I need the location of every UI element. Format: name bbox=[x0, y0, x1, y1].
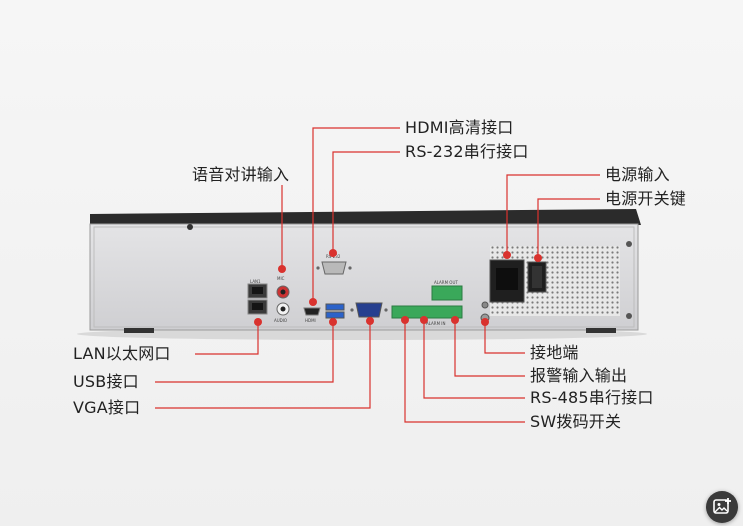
panel-inner-border bbox=[93, 226, 635, 328]
callout-rs232-label: RS-232串行接口 bbox=[405, 142, 529, 161]
power-switch-rocker bbox=[532, 266, 542, 288]
screw-icon bbox=[187, 224, 193, 230]
lan-port-mark: LAN1 bbox=[250, 279, 261, 284]
device-top-cover bbox=[90, 209, 641, 226]
leader-line-rs485 bbox=[423, 320, 525, 399]
callout-dots bbox=[254, 249, 542, 326]
alarm-out-mark: ALARM OUT bbox=[434, 280, 458, 285]
callout-lan-label: LAN以太网口 bbox=[73, 344, 171, 363]
callout-alarm-label: 报警输入输出 bbox=[530, 366, 628, 385]
callout-dot-vga bbox=[366, 317, 374, 325]
lan-port-1-socket bbox=[252, 287, 263, 294]
screw-icon bbox=[626, 241, 632, 247]
screw-icon bbox=[348, 266, 352, 270]
screw-icon bbox=[626, 313, 632, 319]
callout-dot-lan bbox=[254, 318, 262, 326]
callout-power-in-label: 电源输入 bbox=[605, 165, 670, 184]
leader-line-ground bbox=[484, 323, 525, 354]
alarm-in-block bbox=[391, 305, 463, 319]
callout-usb-label: USB接口 bbox=[73, 372, 139, 391]
audio-jack-hole bbox=[280, 306, 286, 312]
screw-icon bbox=[384, 308, 388, 312]
add-image-button[interactable] bbox=[706, 491, 738, 523]
leader-line-hdmi bbox=[312, 127, 400, 303]
hdmi-socket bbox=[303, 307, 321, 316]
audio-jacks: MIC AUDIO bbox=[274, 276, 290, 323]
device-shadow bbox=[77, 328, 647, 340]
foot-left bbox=[124, 328, 154, 333]
foot-right bbox=[586, 328, 616, 333]
leader-line-sw bbox=[404, 320, 525, 423]
power-inlet-socket bbox=[496, 268, 518, 290]
callout-vga-label: VGA接口 bbox=[73, 398, 141, 417]
leader-line-lan bbox=[195, 322, 259, 355]
mic-jack-hole bbox=[280, 289, 286, 295]
mic-mark: MIC bbox=[277, 276, 285, 281]
alarm-out-block bbox=[431, 285, 463, 301]
callout-rs485-label: RS-485串行接口 bbox=[530, 388, 654, 407]
callout-dot-rs485 bbox=[420, 316, 428, 324]
leader-lines bbox=[155, 127, 600, 423]
lan-port-2-socket bbox=[252, 303, 263, 310]
leader-line-alarm bbox=[454, 320, 525, 377]
terminal-blocks: ALARM OUT ALARM IN bbox=[391, 280, 463, 326]
callout-ground-label: 接地端 bbox=[530, 343, 579, 362]
image-add-icon bbox=[713, 498, 731, 514]
screw-icon bbox=[350, 308, 354, 312]
callout-dot-power-in bbox=[503, 251, 511, 259]
callout-dot-audio-in bbox=[278, 265, 286, 273]
hdmi-port: HDMI bbox=[303, 307, 321, 323]
hdmi-mark: HDMI bbox=[305, 318, 316, 323]
leader-line-rs232 bbox=[332, 151, 400, 253]
callout-hdmi-label: HDMI高清接口 bbox=[405, 118, 514, 137]
usb-ports bbox=[325, 303, 345, 319]
callout-dot-sw bbox=[401, 316, 409, 324]
callout-audio-in-label: 语音对讲输入 bbox=[192, 165, 290, 184]
vga-socket bbox=[355, 302, 383, 318]
callout-dot-ground bbox=[481, 318, 489, 326]
usb-port-2 bbox=[325, 311, 345, 319]
lan-ports: LAN1 bbox=[247, 279, 268, 315]
usb-port-1 bbox=[325, 303, 345, 311]
screw-icon bbox=[316, 266, 320, 270]
leader-line-usb bbox=[155, 323, 334, 383]
nvr-device: LAN1 MIC AUDIO HDMI RS-232 bbox=[77, 209, 647, 340]
power-area bbox=[489, 246, 620, 316]
callout-power-switch-label: 电源开关键 bbox=[605, 189, 687, 208]
vga-port bbox=[350, 302, 388, 318]
callout-dot-usb bbox=[329, 318, 337, 326]
ground-mark-icon bbox=[481, 301, 489, 309]
rs232-socket bbox=[321, 261, 347, 275]
audio-mark: AUDIO bbox=[274, 318, 287, 323]
leader-line-power-in bbox=[506, 174, 600, 255]
leader-line-power-switch bbox=[537, 198, 600, 258]
leader-line-vga bbox=[155, 322, 371, 409]
alarm-in-mark: ALARM IN bbox=[426, 321, 445, 326]
callout-sw-label: SW拨码开关 bbox=[530, 412, 622, 431]
callout-dot-power-switch bbox=[534, 254, 542, 262]
callout-dot-alarm bbox=[451, 316, 459, 324]
callout-dot-hdmi bbox=[309, 298, 317, 306]
callout-dot-rs232 bbox=[329, 249, 337, 257]
